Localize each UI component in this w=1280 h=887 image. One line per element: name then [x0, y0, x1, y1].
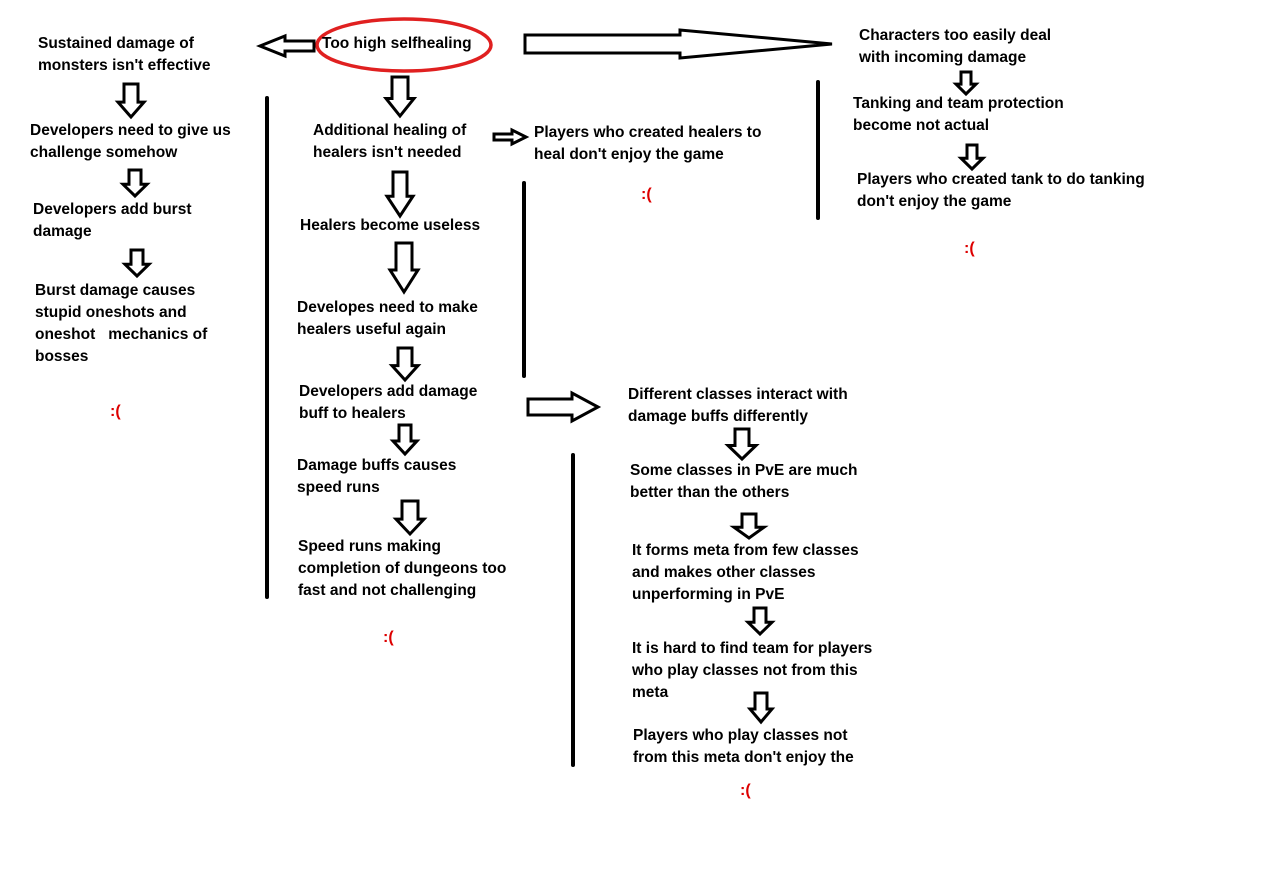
- sad-face-lower: :(: [740, 782, 751, 799]
- right-node-2-line-2: become not actual: [853, 117, 990, 134]
- right-node-1-line-2: with incoming damage: [859, 49, 1027, 66]
- center-node-1: Additional healing of healers isn't need…: [313, 120, 466, 164]
- left-node-4-line-1: Burst damage causes: [35, 282, 196, 299]
- highlight-ellipse: [315, 17, 493, 73]
- lower-node-4-line-1: It is hard to find team for players: [632, 640, 873, 657]
- left-node-3-line-1: Developers add burst: [33, 201, 192, 218]
- left-node-3-line-2: damage: [33, 223, 92, 240]
- lower-node-4: It is hard to find team for players who …: [632, 638, 872, 704]
- center-node-4-line-2: buff to healers: [299, 405, 406, 422]
- right-node-1: Characters too easily deal with incoming…: [859, 25, 1051, 69]
- lower-node-3-line-3: unperforming in PvE: [632, 586, 785, 603]
- right-node-3: Players who created tank to do tanking d…: [857, 169, 1145, 213]
- left-node-3: Developers add burst damage: [33, 199, 192, 243]
- center-node-5: Damage buffs causes speed runs: [297, 455, 456, 499]
- right-node-2-line-1: Tanking and team protection: [853, 95, 1064, 112]
- center-node-2-line-1: Healers become useless: [300, 217, 481, 234]
- lower-node-5-line-1: Players who play classes not: [633, 727, 848, 744]
- arrow-right-2: [957, 143, 987, 172]
- arrow-center-2: [384, 170, 416, 219]
- lower-node-1-line-1: Different classes interact with: [628, 386, 848, 403]
- arrow-lower-4: [746, 691, 776, 725]
- sad-face-left: :(: [110, 403, 121, 420]
- lower-node-1-line-2: damage buffs differently: [628, 408, 808, 425]
- center-node-5-line-2: speed runs: [297, 479, 380, 496]
- healer-node-1: Players who created healers to heal don'…: [534, 122, 761, 166]
- center-node-2: Healers become useless: [300, 215, 480, 237]
- center-node-6-line-2: completion of dungeons too: [298, 560, 507, 577]
- arrow-left-3: [121, 248, 153, 279]
- healer-node-1-line-2: heal don't enjoy the game: [534, 146, 724, 163]
- lower-node-4-line-3: meta: [632, 684, 669, 701]
- sad-face-healer: :(: [641, 186, 652, 203]
- right-node-1-line-1: Characters too easily deal: [859, 27, 1052, 44]
- right-node-3-line-2: don't enjoy the game: [857, 193, 1012, 210]
- arrow-lower-2: [729, 512, 769, 540]
- lower-node-3-line-2: and makes other classes: [632, 564, 816, 581]
- left-node-1-line-1: Sustained damage of: [38, 35, 194, 52]
- arrow-lower-3: [744, 606, 776, 637]
- sad-face-center: :(: [383, 629, 394, 646]
- left-node-2-line-2: challenge somehow: [30, 144, 178, 161]
- lower-node-1: Different classes interact with damage b…: [628, 384, 848, 428]
- arrow-to-healer-branch: [492, 127, 530, 147]
- left-node-4-line-2: stupid oneshots and: [35, 304, 187, 321]
- center-node-6-line-3: fast and not challenging: [298, 582, 477, 599]
- center-node-3-line-2: healers useful again: [297, 321, 447, 338]
- arrow-to-lower-right: [526, 390, 602, 424]
- arrow-center-3: [387, 241, 421, 295]
- arrow-center-1: [382, 75, 418, 119]
- lower-node-2: Some classes in PvE are much better than…: [630, 460, 857, 504]
- arrow-center-5: [389, 423, 421, 457]
- lower-node-5: Players who play classes not from this m…: [633, 725, 854, 769]
- center-node-6-line-1: Speed runs making: [298, 538, 441, 555]
- right-node-3-line-1: Players who created tank to do tanking: [857, 171, 1145, 188]
- sad-face-right: :(: [964, 240, 975, 257]
- right-node-2: Tanking and team protection become not a…: [853, 93, 1064, 137]
- center-node-3-line-1: Developes need to make: [297, 299, 478, 316]
- lower-node-3-line-1: It forms meta from few classes: [632, 542, 859, 559]
- center-node-6: Speed runs making completion of dungeons…: [298, 536, 506, 602]
- lower-node-2-line-2: better than the others: [630, 484, 790, 501]
- lower-node-2-line-1: Some classes in PvE are much: [630, 462, 858, 479]
- root-problem: Too high selfhealing: [322, 35, 472, 52]
- arrow-left-1: [114, 82, 148, 120]
- arrow-right-1: [952, 70, 980, 97]
- arrow-left-2: [119, 168, 151, 199]
- left-node-4-line-4: bosses: [35, 348, 89, 365]
- center-node-1-line-2: healers isn't needed: [313, 144, 462, 161]
- center-node-4: Developers add damage buff to healers: [299, 381, 477, 425]
- left-node-2: Developers need to give us challenge som…: [30, 120, 231, 164]
- left-node-2-line-1: Developers need to give us: [30, 122, 231, 139]
- left-node-1: Sustained damage of monsters isn't effec…: [38, 33, 211, 77]
- arrow-to-right-column: [523, 28, 833, 60]
- arrow-to-left-column: [255, 33, 316, 59]
- arrow-center-6: [392, 499, 428, 537]
- lower-node-5-line-2: from this meta don't enjoy the: [633, 749, 854, 766]
- arrow-center-4: [388, 346, 422, 383]
- center-node-5-line-1: Damage buffs causes: [297, 457, 457, 474]
- center-node-4-line-1: Developers add damage: [299, 383, 478, 400]
- lower-node-3: It forms meta from few classes and makes…: [632, 540, 859, 606]
- healer-node-1-line-1: Players who created healers to: [534, 124, 762, 141]
- left-node-4: Burst damage causes stupid oneshots and …: [35, 280, 207, 368]
- left-node-4-line-3: oneshot mechanics of: [35, 326, 208, 343]
- center-node-3: Developes need to make healers useful ag…: [297, 297, 478, 341]
- arrow-lower-1: [724, 427, 760, 462]
- lower-node-4-line-2: who play classes not from this: [632, 662, 858, 679]
- center-node-1-line-1: Additional healing of: [313, 122, 467, 139]
- left-node-1-line-2: monsters isn't effective: [38, 57, 211, 74]
